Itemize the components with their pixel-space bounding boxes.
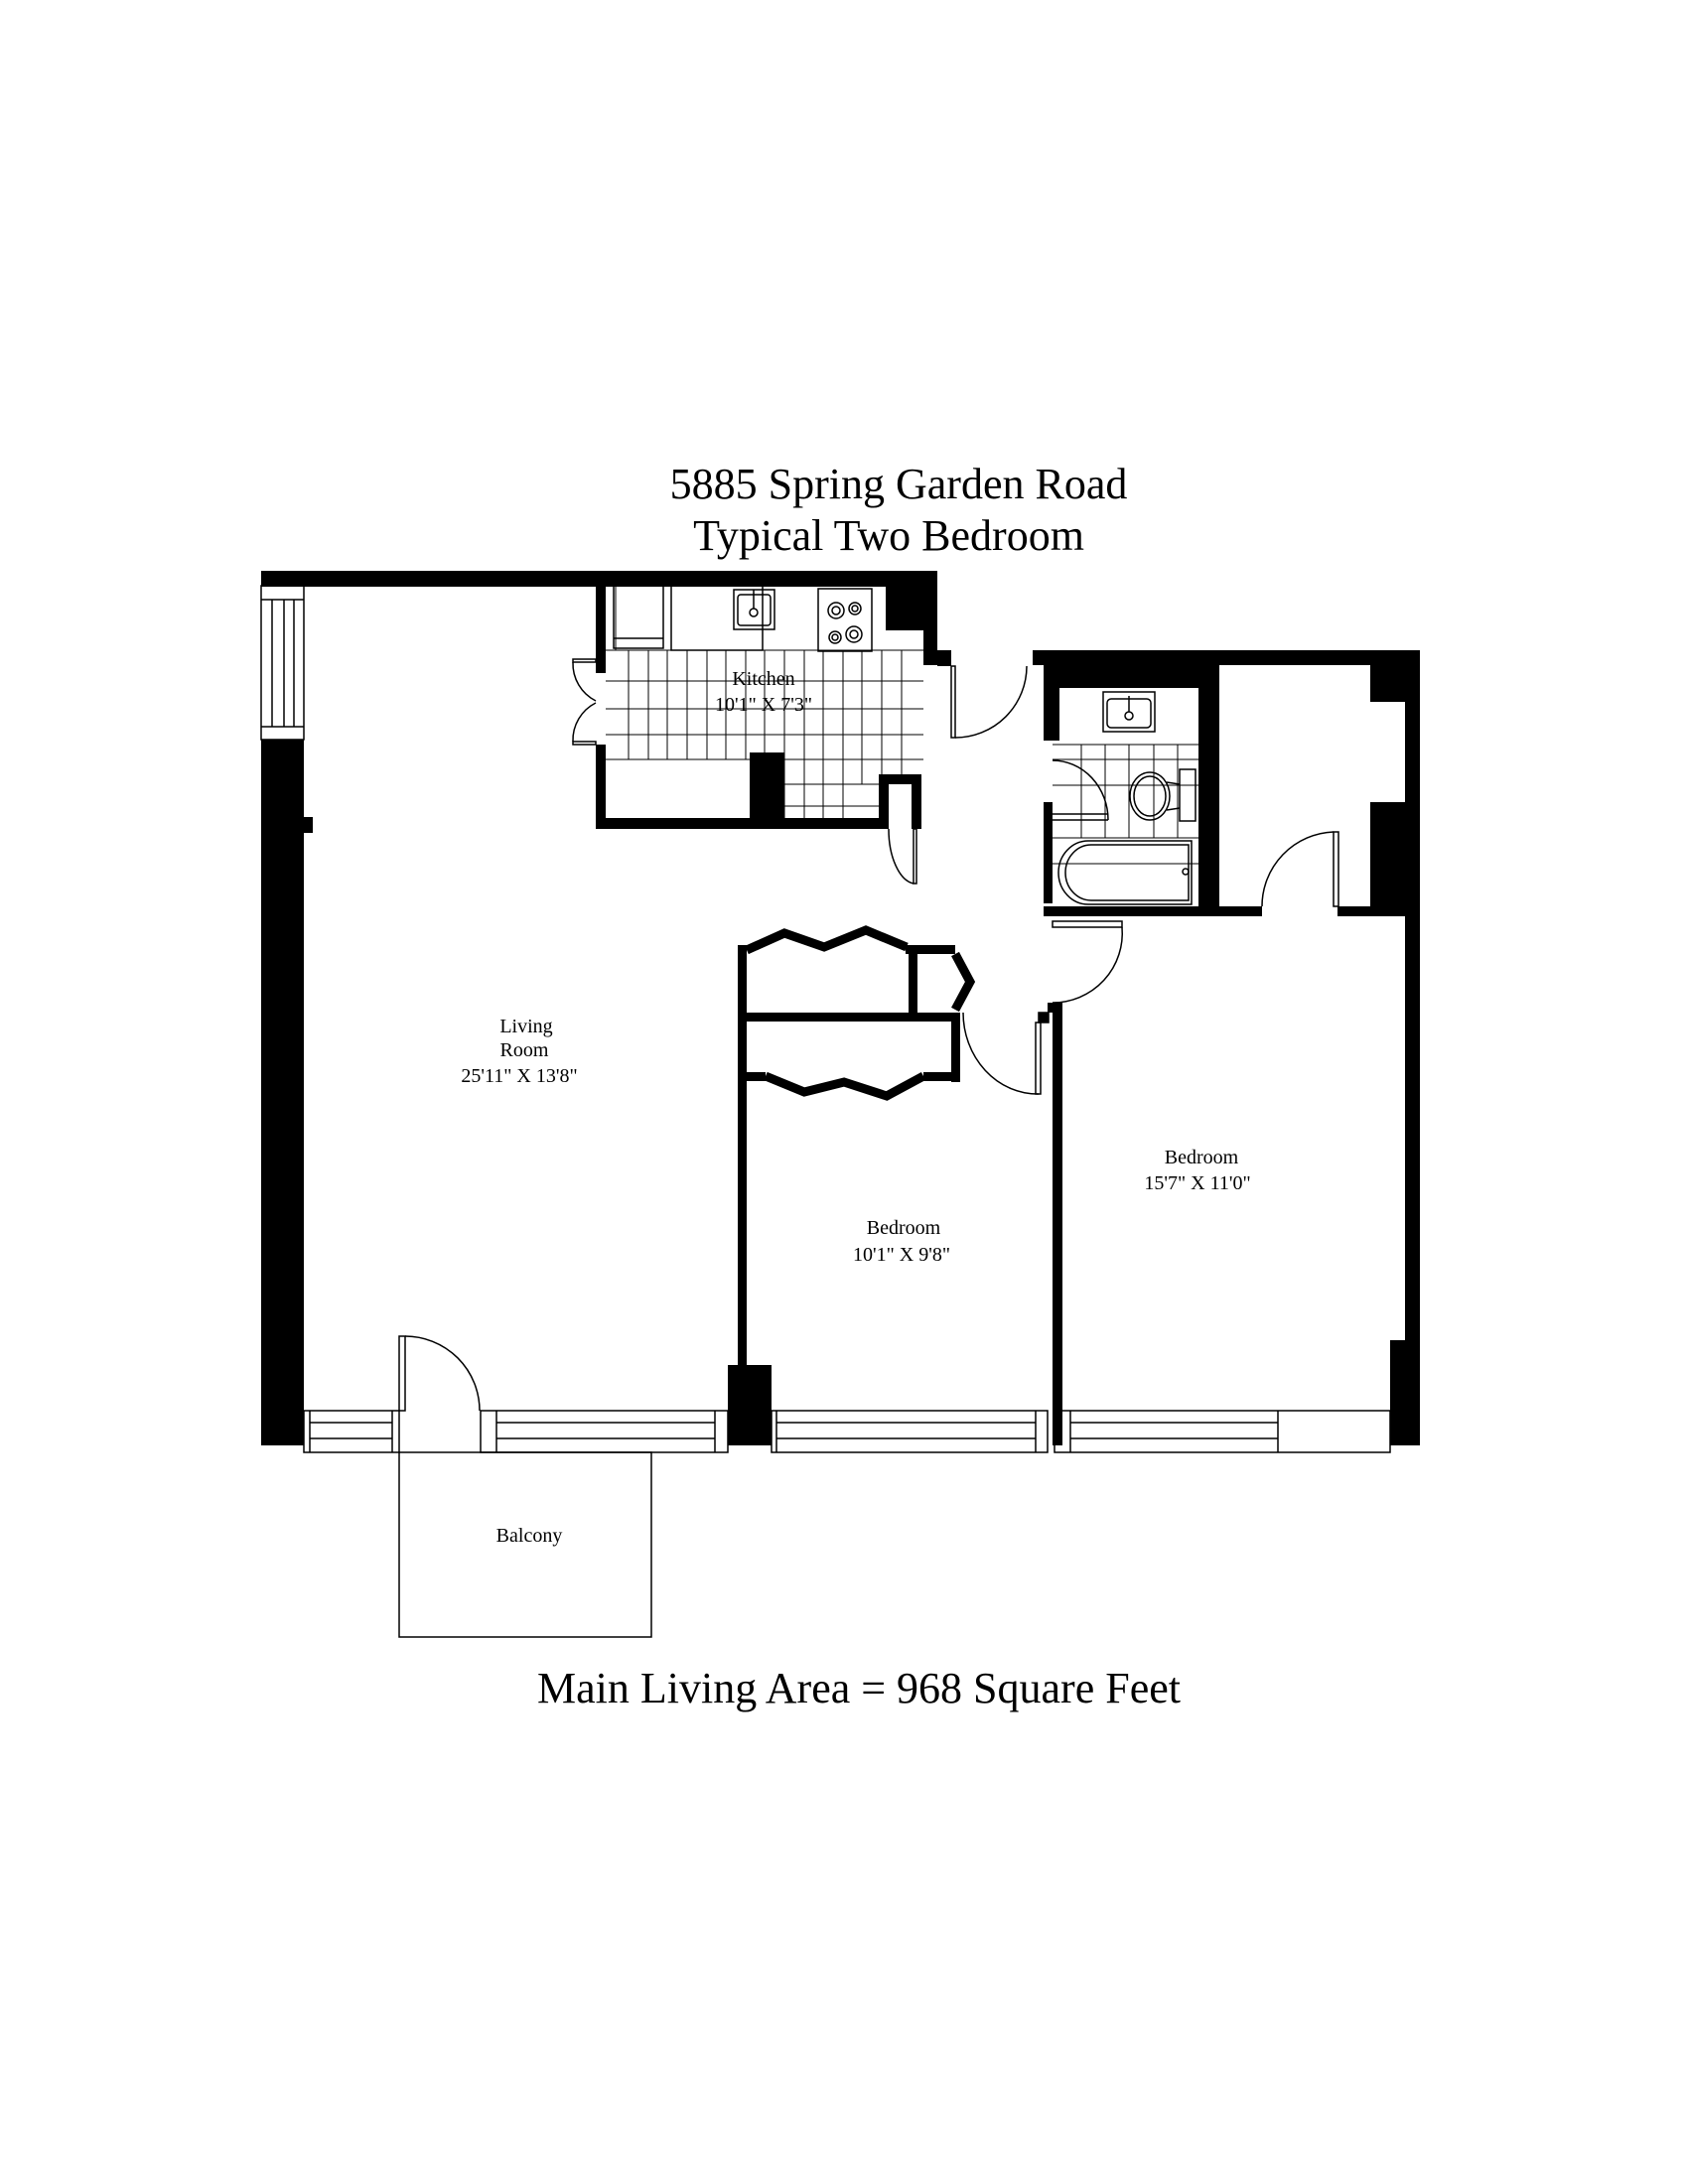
unit-type-title: Typical Two Bedroom [693, 511, 1084, 560]
pantry-door [888, 828, 917, 885]
small-bedroom-door [962, 1012, 1050, 1095]
window-bottom [303, 1410, 1391, 1453]
toilet-icon [1129, 768, 1196, 822]
closet-door-large-bedroom [1261, 831, 1339, 907]
balcony-label: Balcony [496, 1525, 563, 1547]
entry-door [950, 665, 1028, 739]
large-bedroom-door [1052, 920, 1124, 1004]
living-room-dimensions: 25'11" X 13'8" [461, 1065, 577, 1087]
small-bedroom-label: Bedroom [867, 1217, 941, 1239]
stove-icon [817, 588, 873, 652]
exterior-walls [261, 571, 1420, 1445]
kitchen-dimensions: 10'1" X 7'3" [715, 694, 812, 716]
kitchen-sink-icon [670, 585, 775, 651]
bathroom-sink-icon [1102, 691, 1156, 733]
large-bedroom-label: Bedroom [1165, 1147, 1239, 1168]
bathroom-door [1052, 759, 1109, 821]
small-bedroom-dimensions: 10'1" X 9'8" [853, 1244, 950, 1266]
kitchen-tiles [606, 586, 923, 818]
balcony-door [398, 1335, 481, 1412]
window-left [260, 585, 305, 741]
bathroom-tiles [1053, 744, 1198, 865]
kitchen-label: Kitchen [732, 668, 794, 690]
interior-walls [738, 945, 1062, 1445]
closet-bifold-doors [745, 925, 976, 1101]
bathroom-walls [1044, 665, 1405, 916]
living-room-label-line2: Room [500, 1039, 549, 1061]
living-area-summary: Main Living Area = 968 Square Feet [536, 1664, 1181, 1712]
balcony [398, 1451, 652, 1638]
kitchen-double-door [572, 658, 597, 746]
building-address: 5885 Spring Garden Road [669, 460, 1128, 508]
refrigerator-icon [613, 585, 664, 649]
large-bedroom-dimensions: 15'7" X 11'0" [1144, 1172, 1250, 1194]
living-room-label-line1: Living [499, 1016, 552, 1037]
kitchen-walls [596, 586, 921, 829]
bathtub-icon [1057, 840, 1193, 905]
